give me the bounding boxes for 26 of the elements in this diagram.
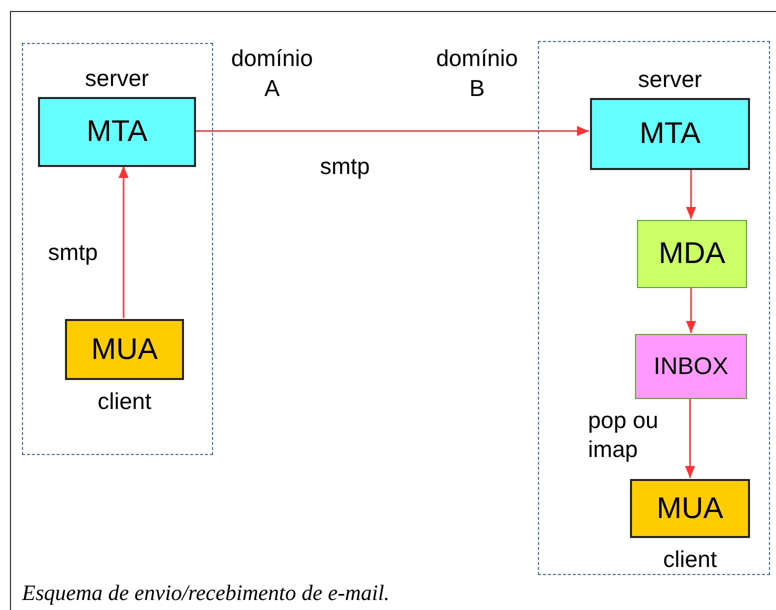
process-box xyxy=(65,319,184,380)
process-box xyxy=(635,334,747,399)
process-box xyxy=(590,98,750,170)
box-label: MTA xyxy=(86,117,148,147)
box-label: INBOX xyxy=(654,354,728,378)
role-label: client xyxy=(96,390,152,413)
domain-label: domínio A xyxy=(230,44,314,103)
box-label: MDA xyxy=(658,239,726,269)
dashed-group-box xyxy=(22,43,213,455)
arrow xyxy=(118,166,128,318)
arrow xyxy=(195,126,589,136)
role-label: server xyxy=(637,68,703,91)
role-label: client xyxy=(662,548,718,571)
process-box xyxy=(637,220,747,288)
caption: Esquema de envio/recebimento de e-mail. xyxy=(22,579,390,607)
arrow xyxy=(686,287,696,333)
box-label: MUA xyxy=(91,334,158,364)
process-box xyxy=(38,97,196,167)
box-label: MTA xyxy=(639,119,701,149)
arrow xyxy=(685,398,695,478)
box-label: MUA xyxy=(656,494,724,524)
process-box xyxy=(630,479,750,538)
domain-label: domínio B xyxy=(435,44,519,103)
arrow xyxy=(686,169,696,219)
dashed-group-box xyxy=(538,41,770,575)
role-label: server xyxy=(84,67,150,90)
